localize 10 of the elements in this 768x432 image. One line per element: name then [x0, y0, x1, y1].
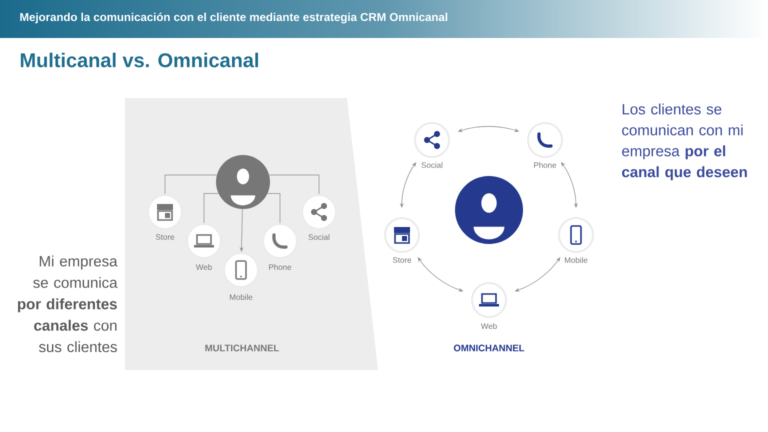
arrow: [267, 193, 280, 224]
arrow: [204, 193, 219, 224]
header-text: Mejorando la comunicación con el cliente mediante estrategia CRM Omnicanal: [20, 12, 448, 24]
person-circle: [455, 176, 523, 244]
person-circle: [216, 155, 270, 209]
diagram-caption: MULTICHANNEL: [205, 344, 279, 352]
paragraph: Los clientes se comunican con mi empresa por el canal que deseen: [622, 104, 747, 180]
diagram-caption: OMNICHANNEL: [454, 344, 524, 352]
title: Multicanal vs. Omnicanal: [20, 52, 258, 68]
paragraph: Mi empresa se comunica por diferentes canales con sus clientes: [18, 256, 118, 352]
